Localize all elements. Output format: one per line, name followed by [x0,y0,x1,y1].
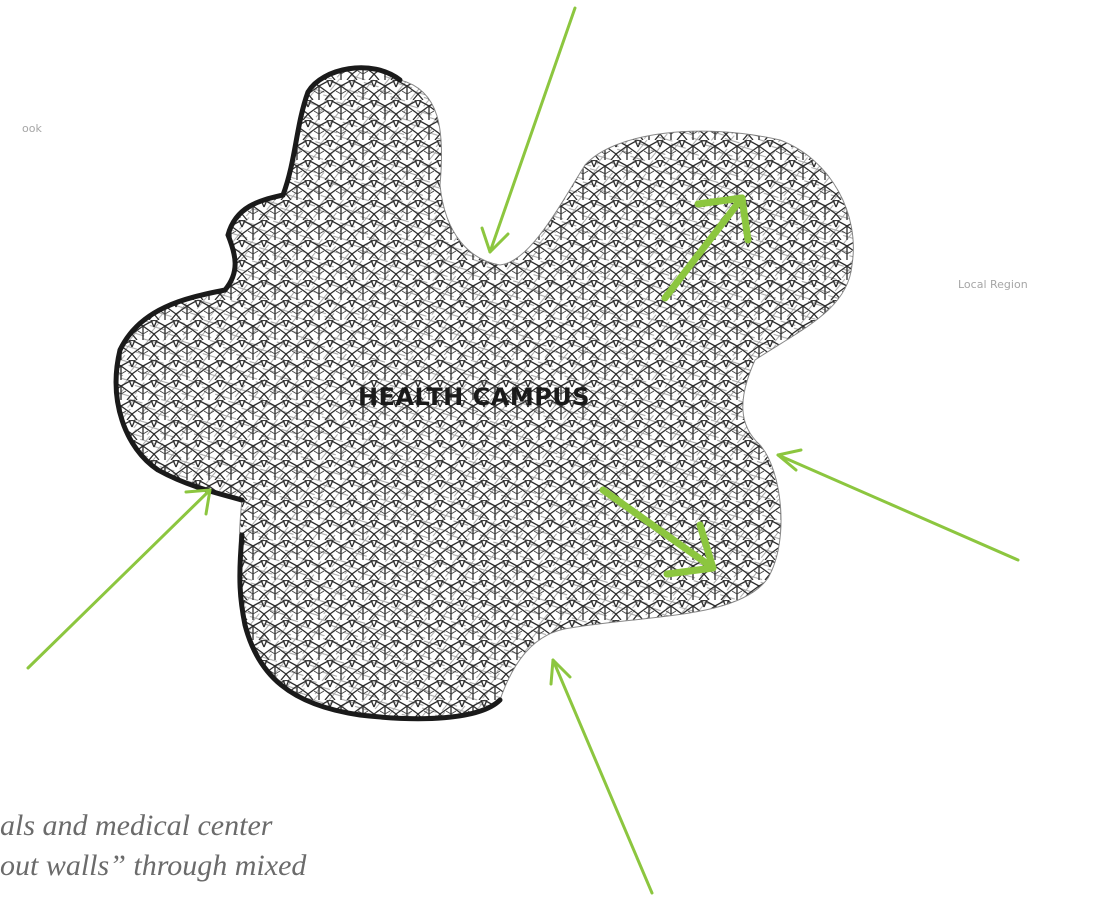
arrow-icon [778,450,1018,560]
caption-text: als and medical center out walls” throug… [0,806,600,886]
caption-line: out walls” through mixed [0,846,600,886]
right-region-label: Local Region [958,278,1028,291]
caption-line: als and medical center [0,806,600,846]
arrow-icon [28,490,210,668]
left-region-label: ook [22,122,42,135]
center-label: HEALTH CAMPUS [358,383,590,411]
